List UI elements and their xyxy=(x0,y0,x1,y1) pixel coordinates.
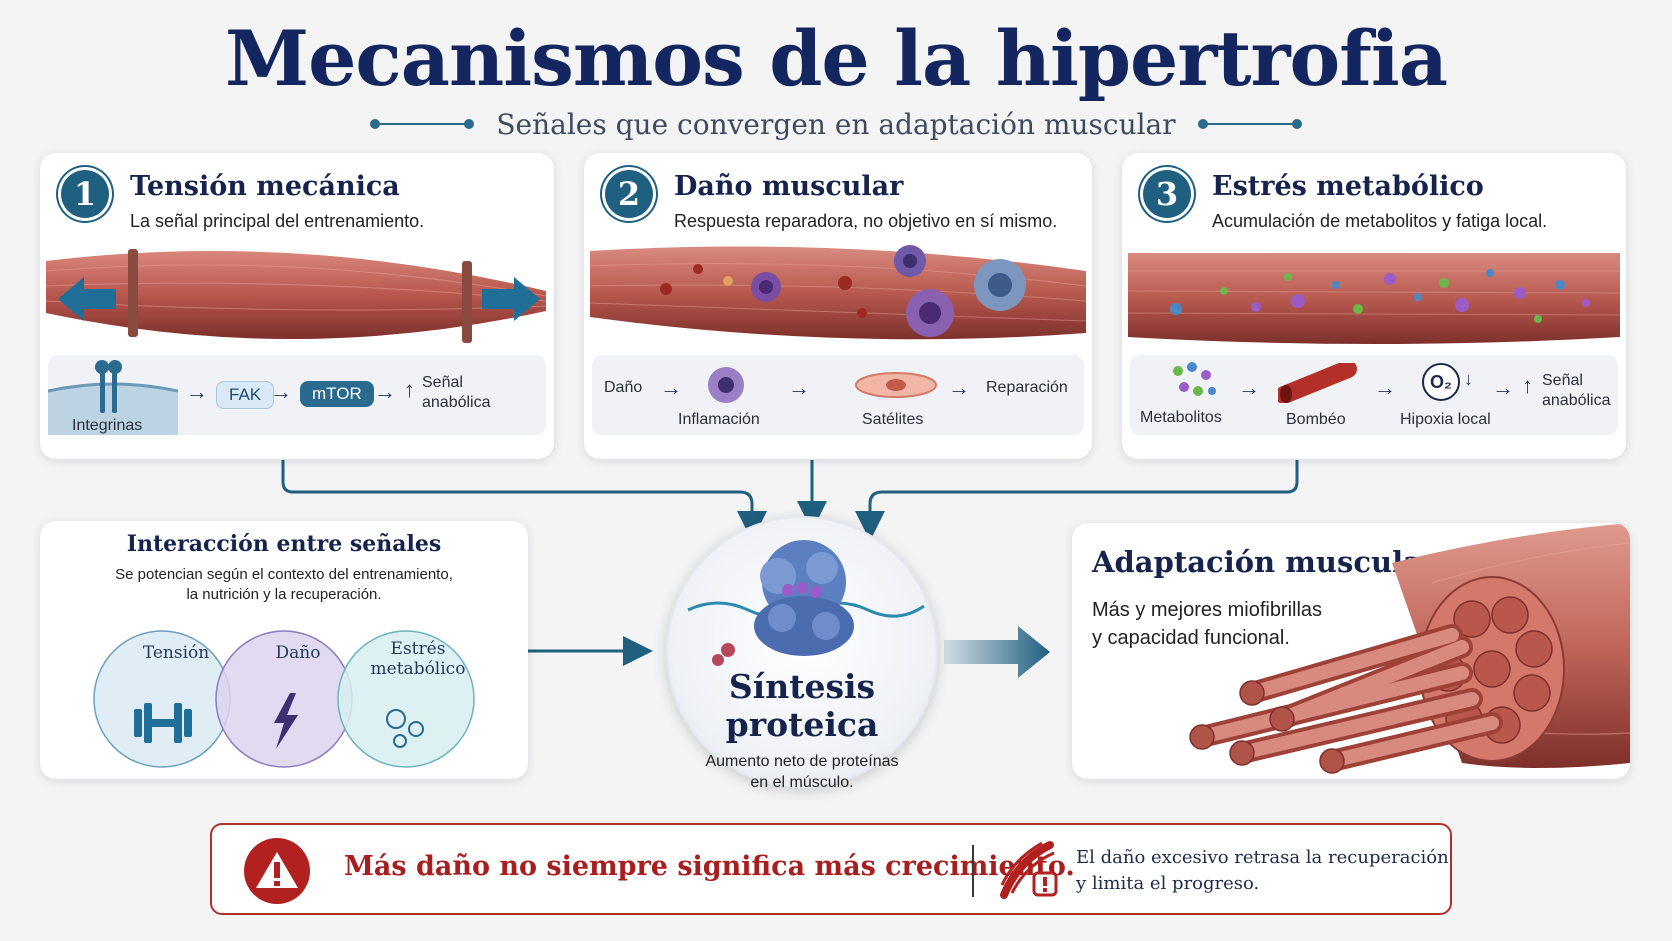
damaged-muscle-illustration xyxy=(590,245,1086,340)
integrin-membrane-icon xyxy=(48,360,178,435)
arrow-icon: → xyxy=(948,375,970,400)
anabolic-signal-label: Señal anabólica xyxy=(1542,372,1611,409)
subtitle-right-ornament xyxy=(1197,119,1302,129)
oxygen-icon: O₂ xyxy=(1422,363,1460,401)
anabolic-signal-label: Señal anabólica xyxy=(422,374,491,411)
venn-damage-label: Daño xyxy=(275,643,321,663)
satellites-label: Satélites xyxy=(862,411,924,428)
arrow-icon: → xyxy=(788,375,810,400)
arrow-icon: → xyxy=(1492,375,1514,400)
synthesis-title: Síntesis proteica xyxy=(725,667,879,744)
venn-diagram xyxy=(93,630,475,768)
warning-sub-text: El daño excesivo retrasa la recuperación… xyxy=(1076,847,1449,895)
muscle-adaptation-panel: Adaptación muscular Más y mejores miofib… xyxy=(1072,523,1630,779)
adaptation-description: Más y mejores miofibrillas y capacidad f… xyxy=(1092,599,1323,649)
arrow-icon: → xyxy=(1374,375,1396,400)
protein-synthesis-node: Síntesis proteica xyxy=(666,516,938,788)
blood-vessel-icon xyxy=(1278,363,1357,403)
arrow-icon: → xyxy=(660,375,682,400)
card-number: 3 xyxy=(1140,167,1194,221)
venn-stress-label: Estrés metabólico xyxy=(370,639,466,680)
connector-card1 xyxy=(281,460,767,541)
card-description: Acumulación de metabolitos y fatiga loca… xyxy=(1212,211,1548,231)
mtor-pill: mTOR xyxy=(300,381,374,407)
damage-pathway: Daño → Inflamación → Satélites → Reparac… xyxy=(592,355,1084,435)
dumbbell-icon xyxy=(134,703,192,743)
card-number: 2 xyxy=(602,167,656,221)
damaged-muscle-alert-icon xyxy=(1000,841,1058,899)
adaptation-title: Adaptación muscular xyxy=(1092,545,1438,579)
fak-pill: FAK xyxy=(216,381,275,409)
synthesis-to-adaptation-arrow xyxy=(944,626,1050,678)
arrow-icon: → xyxy=(374,379,396,404)
synthesis-description: Aumento neto de proteínas en el músculo. xyxy=(705,753,899,791)
lightning-icon xyxy=(274,693,298,749)
hypoxia-label: Hipoxia local xyxy=(1400,411,1491,428)
card-title: Estrés metabólico xyxy=(1212,171,1484,202)
page-subtitle: Señales que convergen en adaptación musc… xyxy=(496,107,1176,141)
bubbles-icon xyxy=(386,709,424,748)
warning-main-text: Más daño no siempre significa más crecim… xyxy=(344,851,1075,882)
inflammation-label: Inflamación xyxy=(678,411,760,428)
immune-cell-icon xyxy=(708,367,744,403)
metabolites-icon xyxy=(1173,362,1216,396)
tension-pathway: Integrinas → FAK → mTOR → ↑ Señal anaból… xyxy=(48,355,546,435)
stretched-muscle-illustration xyxy=(46,249,547,343)
card-description: La señal principal del entrenamiento. xyxy=(130,211,425,231)
repair-label: Reparación xyxy=(986,379,1068,396)
venn-tension-label: Tensión xyxy=(142,643,210,663)
card-metabolic-stress: 3 Estrés metabólico Acumulación de metab… xyxy=(1122,153,1626,459)
myofibril-bundle-illustration xyxy=(1189,523,1630,774)
card-muscle-damage: 2 Daño muscular Respuesta reparadora, no… xyxy=(584,153,1092,459)
warning-banner: Más daño no siempre significa más crecim… xyxy=(210,823,1452,915)
signal-interaction-panel: Interacción entre señales Se potencian s… xyxy=(40,521,528,779)
arrow-icon: → xyxy=(270,379,292,404)
page-title: Mecanismos de la hipertrofia xyxy=(224,14,1448,103)
connector-card3 xyxy=(855,460,1299,541)
interaction-description: Se potencian según el contexto del entre… xyxy=(115,566,453,604)
warning-divider xyxy=(972,845,974,897)
metabolic-pathway: Metabolitos → Bombéo → O₂ ↓ Hipoxia loca… xyxy=(1130,355,1618,435)
card-mechanical-tension: 1 Tensión mecánica La señal principal de… xyxy=(40,153,554,459)
metabolites-label: Metabolitos xyxy=(1140,409,1222,426)
metabolite-muscle-illustration xyxy=(1128,253,1620,344)
arrow-icon: → xyxy=(1238,375,1260,400)
subtitle-left-ornament xyxy=(370,119,475,129)
card-title: Daño muscular xyxy=(674,171,904,202)
up-arrow-icon: ↑ xyxy=(404,377,415,402)
card-number: 1 xyxy=(58,167,112,221)
satellite-cell-icon xyxy=(855,372,937,398)
integrins-label: Integrinas xyxy=(72,417,143,434)
arrow-icon: → xyxy=(186,379,208,404)
ribosome-illustration xyxy=(687,540,925,666)
damage-label: Daño xyxy=(604,379,643,396)
card-description: Respuesta reparadora, no objetivo en sí … xyxy=(674,211,1058,231)
warning-icon xyxy=(244,838,310,904)
interaction-title: Interacción entre señales xyxy=(126,531,442,557)
down-arrow-icon: ↓ xyxy=(1464,369,1473,389)
subtitle-row: Señales que convergen en adaptación musc… xyxy=(0,104,1672,144)
card-title: Tensión mecánica xyxy=(130,171,400,202)
up-arrow-icon: ↑ xyxy=(1522,373,1533,398)
pump-label: Bombéo xyxy=(1286,411,1346,428)
